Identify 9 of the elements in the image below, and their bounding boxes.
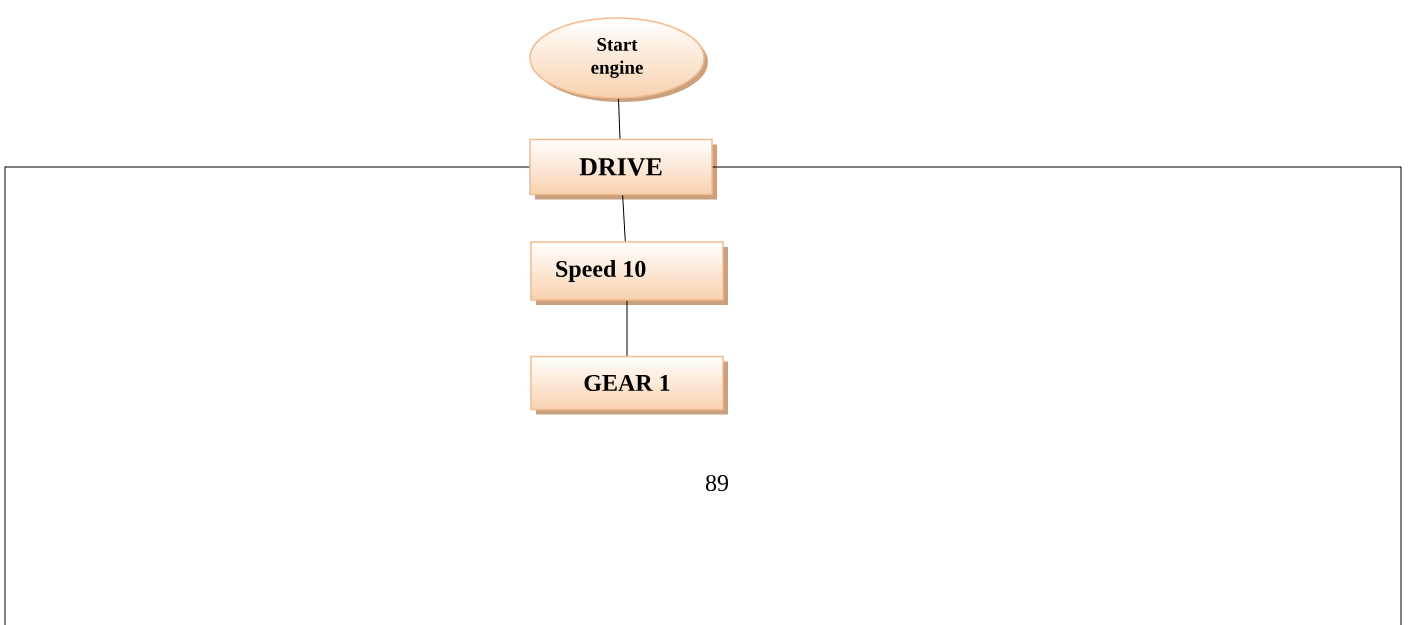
connector-line bbox=[626, 300, 628, 357]
process-box: DRIVE bbox=[529, 138, 713, 196]
page-number: 89 bbox=[705, 474, 728, 492]
process-box: GEAR 1 bbox=[530, 355, 724, 411]
process-box: Speed 10 bbox=[530, 241, 724, 301]
connector-line bbox=[618, 98, 621, 140]
connector-line bbox=[4, 166, 530, 625]
connector-line bbox=[712, 166, 1402, 625]
connector-line bbox=[622, 194, 626, 242]
